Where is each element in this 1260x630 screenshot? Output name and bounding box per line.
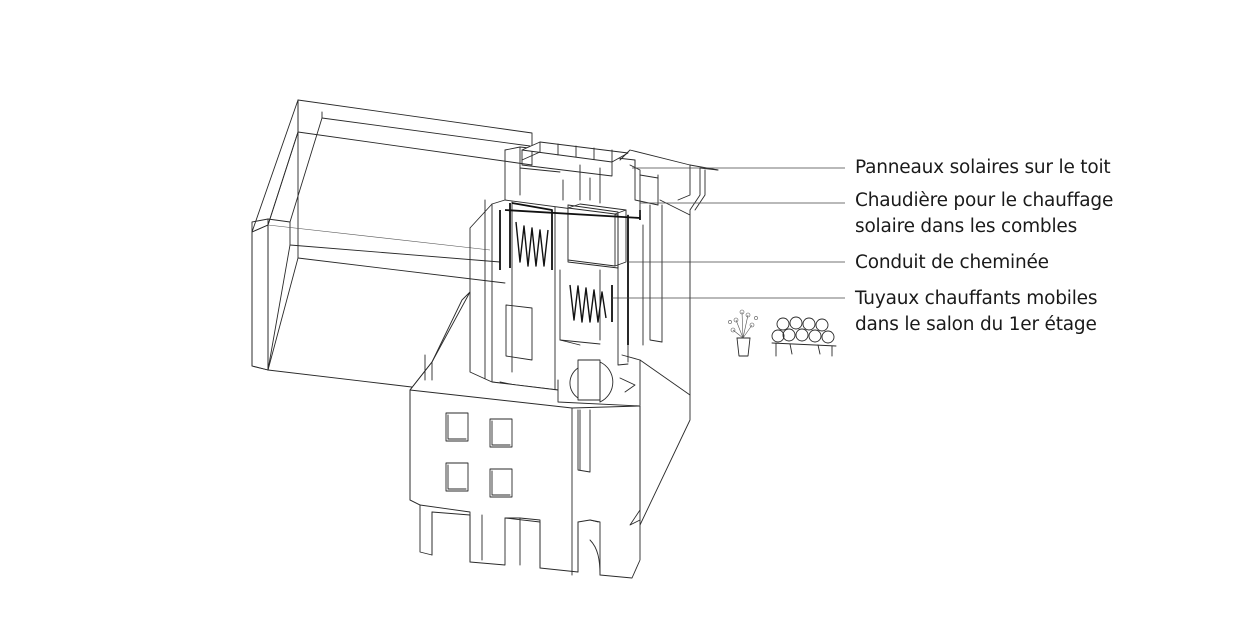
solar-panels-roof: [521, 141, 629, 177]
label-boiler: Chaudière pour le chauffage solaire dans…: [855, 190, 1114, 237]
facade-windows: [445, 412, 513, 498]
marshmallow-sofa: [771, 316, 837, 357]
radiator-coil-lower: [569, 284, 607, 323]
right-side-wall: [619, 149, 719, 526]
pipe-outlines: [499, 202, 641, 345]
boiler-unit: [567, 203, 627, 267]
label-chimney: Conduit de cheminée: [855, 252, 1049, 273]
label-solar-panels: Panneaux solaires sur le toit: [855, 157, 1111, 178]
front-facade: [409, 291, 641, 579]
leader-lines: [612, 167, 845, 299]
flower-vase: [728, 309, 758, 357]
rear-left-wing: [251, 99, 533, 389]
label-heating-pipes: Tuyaux chauffants mobiles dans le salon …: [855, 288, 1098, 335]
round-stair: [569, 354, 641, 406]
radiator-coil-upper: [515, 221, 549, 267]
